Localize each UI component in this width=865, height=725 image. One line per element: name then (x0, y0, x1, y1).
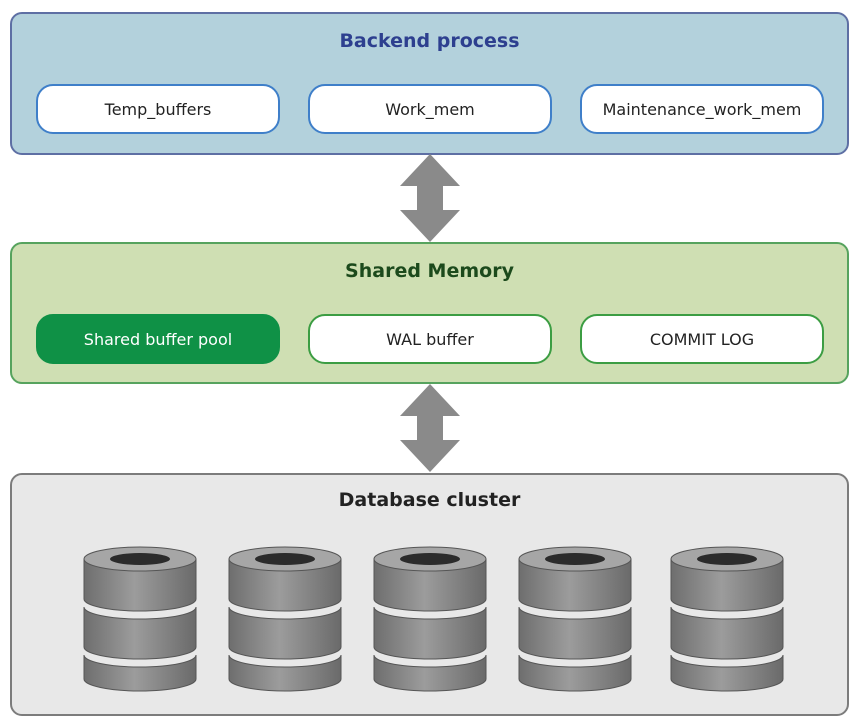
database-cylinder-icon (373, 546, 487, 692)
temp-buffers-box: Temp_buffers (36, 84, 280, 134)
backend-process-panel: Backend process Temp_buffers Work_mem Ma… (10, 12, 849, 155)
double-arrow-icon (400, 384, 460, 472)
backend-process-title: Backend process (339, 30, 520, 52)
database-cluster-title: Database cluster (338, 489, 521, 511)
database-cylinder-icon (670, 546, 784, 692)
wal-buffer-box: WAL buffer (308, 314, 552, 364)
maintenance-work-mem-box: Maintenance_work_mem (580, 84, 824, 134)
database-cluster-panel: Database cluster (10, 473, 849, 716)
shared-memory-title: Shared Memory (345, 260, 514, 282)
database-cylinder-icon (228, 546, 342, 692)
work-mem-box: Work_mem (308, 84, 552, 134)
database-cylinder-icon (83, 546, 197, 692)
commit-log-box: COMMIT LOG (580, 314, 824, 364)
shared-memory-panel: Shared Memory Shared buffer pool WAL buf… (10, 242, 849, 384)
database-cylinder-icon (518, 546, 632, 692)
double-arrow-icon (400, 154, 460, 242)
shared-buffer-pool-box: Shared buffer pool (36, 314, 280, 364)
